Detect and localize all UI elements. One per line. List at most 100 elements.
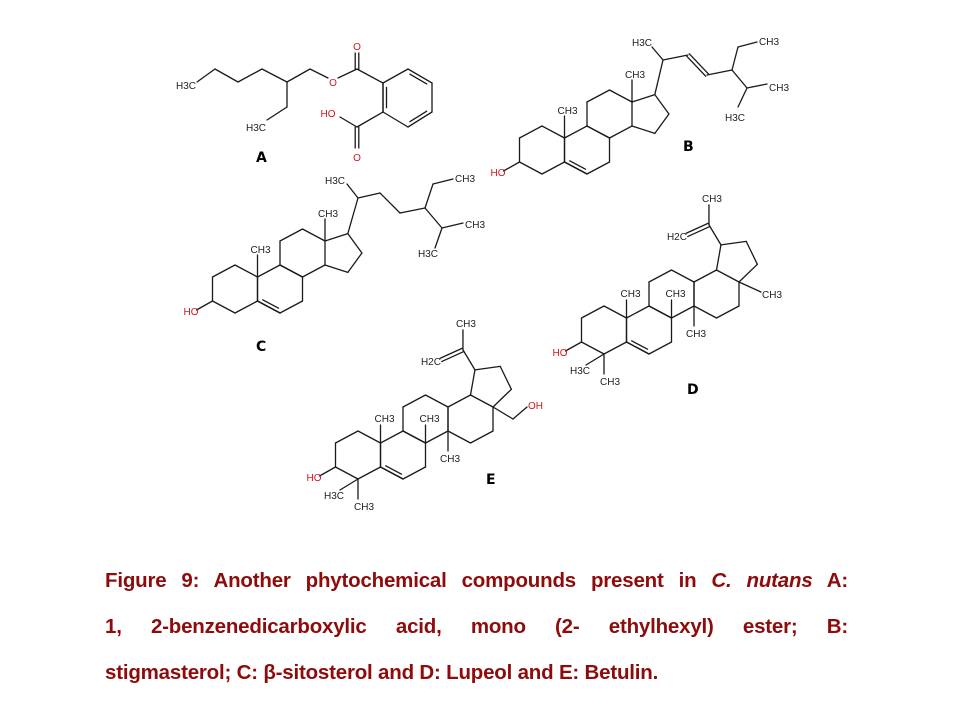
- bond-line: [715, 269, 740, 283]
- bond-line: [382, 111, 409, 128]
- bond-line: [447, 394, 472, 408]
- caption-species-italic: nutans: [746, 569, 813, 592]
- bond-line: [586, 89, 611, 103]
- atom-label: H3C: [725, 113, 745, 124]
- bond-line: [324, 264, 349, 274]
- bond-line: [651, 46, 664, 61]
- bond-line: [256, 300, 281, 314]
- bond-line: [334, 430, 359, 444]
- atom-label: CH3: [686, 329, 706, 340]
- bond-line: [662, 54, 689, 61]
- caption-text: Figure 9: Another phytochemical compound…: [105, 569, 712, 592]
- bond-line: [261, 68, 288, 83]
- atom-label: CH3: [251, 245, 271, 256]
- bond-line: [402, 466, 427, 480]
- bond-line: [379, 466, 404, 480]
- bond-line: [563, 125, 588, 139]
- double-bond-line: [441, 350, 465, 363]
- bond-line: [234, 264, 259, 278]
- bond-line: [469, 369, 476, 396]
- atom-label: CH3: [762, 290, 782, 301]
- bond-line: [434, 227, 443, 249]
- bond-line: [339, 478, 359, 491]
- atom-label: HO: [184, 307, 199, 318]
- bond-line: [512, 406, 528, 420]
- bond-line: [402, 394, 427, 408]
- double-bond-line: [439, 347, 463, 359]
- atom-label: HO: [321, 109, 336, 120]
- bond-line: [309, 68, 329, 79]
- atom-label: H3C: [418, 249, 438, 260]
- bond-line: [518, 161, 543, 175]
- bond-line: [731, 46, 739, 71]
- double-bond-line: [631, 340, 649, 350]
- bond-line: [356, 111, 384, 128]
- double-bond-line: [262, 299, 280, 309]
- bond-line: [492, 406, 514, 420]
- bond-line: [379, 430, 404, 444]
- atom-label: CH3: [666, 289, 686, 300]
- atom-label: HO: [553, 348, 568, 359]
- bond-line: [462, 349, 476, 371]
- compound-letter-e: E: [486, 472, 496, 488]
- bond-line: [357, 466, 382, 480]
- atom-label: HO: [307, 473, 322, 484]
- bond-line: [631, 125, 656, 135]
- bond-line: [625, 305, 650, 319]
- bond-line: [279, 264, 304, 278]
- atom-label: CH3: [759, 37, 779, 48]
- bond-line: [324, 232, 349, 242]
- bond-line: [518, 125, 543, 139]
- bond-line: [654, 93, 670, 115]
- bond-line: [256, 264, 281, 278]
- bond-line: [196, 68, 216, 83]
- caption-line-1: Figure 9: Another phytochemical compound…: [105, 562, 848, 608]
- bond-line: [670, 305, 695, 319]
- compound-letter-d: D: [687, 382, 699, 398]
- bond-line: [648, 341, 673, 355]
- bond-line: [585, 353, 605, 366]
- bond-line: [708, 224, 722, 246]
- atom-label: H3C: [570, 366, 590, 377]
- bond-line: [563, 161, 588, 175]
- double-bond-line: [569, 160, 587, 170]
- bond-line: [424, 430, 449, 444]
- bond-line: [347, 252, 363, 274]
- bond-line: [502, 161, 521, 172]
- atom-label: H3C: [632, 38, 652, 49]
- bond-line: [746, 83, 768, 89]
- atom-label: O: [353, 42, 361, 53]
- bond-line: [441, 222, 464, 229]
- bond-line: [693, 305, 718, 319]
- bond-line: [379, 192, 401, 214]
- atom-label: H3C: [325, 176, 345, 187]
- bond-line: [541, 125, 566, 139]
- bond-line: [339, 116, 358, 128]
- bond-line: [469, 430, 494, 444]
- bond-line: [580, 305, 605, 319]
- bond-line: [279, 300, 304, 314]
- bond-line: [334, 466, 359, 480]
- bond-line: [347, 197, 359, 235]
- double-bond-line: [688, 53, 709, 75]
- atom-label: CH3: [769, 83, 789, 94]
- bond-line: [720, 240, 747, 246]
- atom-label: CH3: [318, 209, 338, 220]
- bond-line: [564, 341, 583, 352]
- bond-line: [432, 178, 454, 185]
- bond-line: [670, 269, 695, 283]
- atom-label: HO: [491, 168, 506, 179]
- caption-line-3: stigmasterol; C: β-sitosterol and D: Lup…: [105, 661, 659, 684]
- bond-line: [266, 106, 288, 121]
- bond-line: [586, 161, 611, 175]
- bond-line: [648, 269, 673, 283]
- compound-letter-b: B: [683, 139, 694, 155]
- compound-letter-c: C: [256, 339, 266, 355]
- atom-label: CH3: [456, 319, 476, 330]
- bond-line: [301, 264, 326, 278]
- atom-label: CH3: [558, 106, 578, 117]
